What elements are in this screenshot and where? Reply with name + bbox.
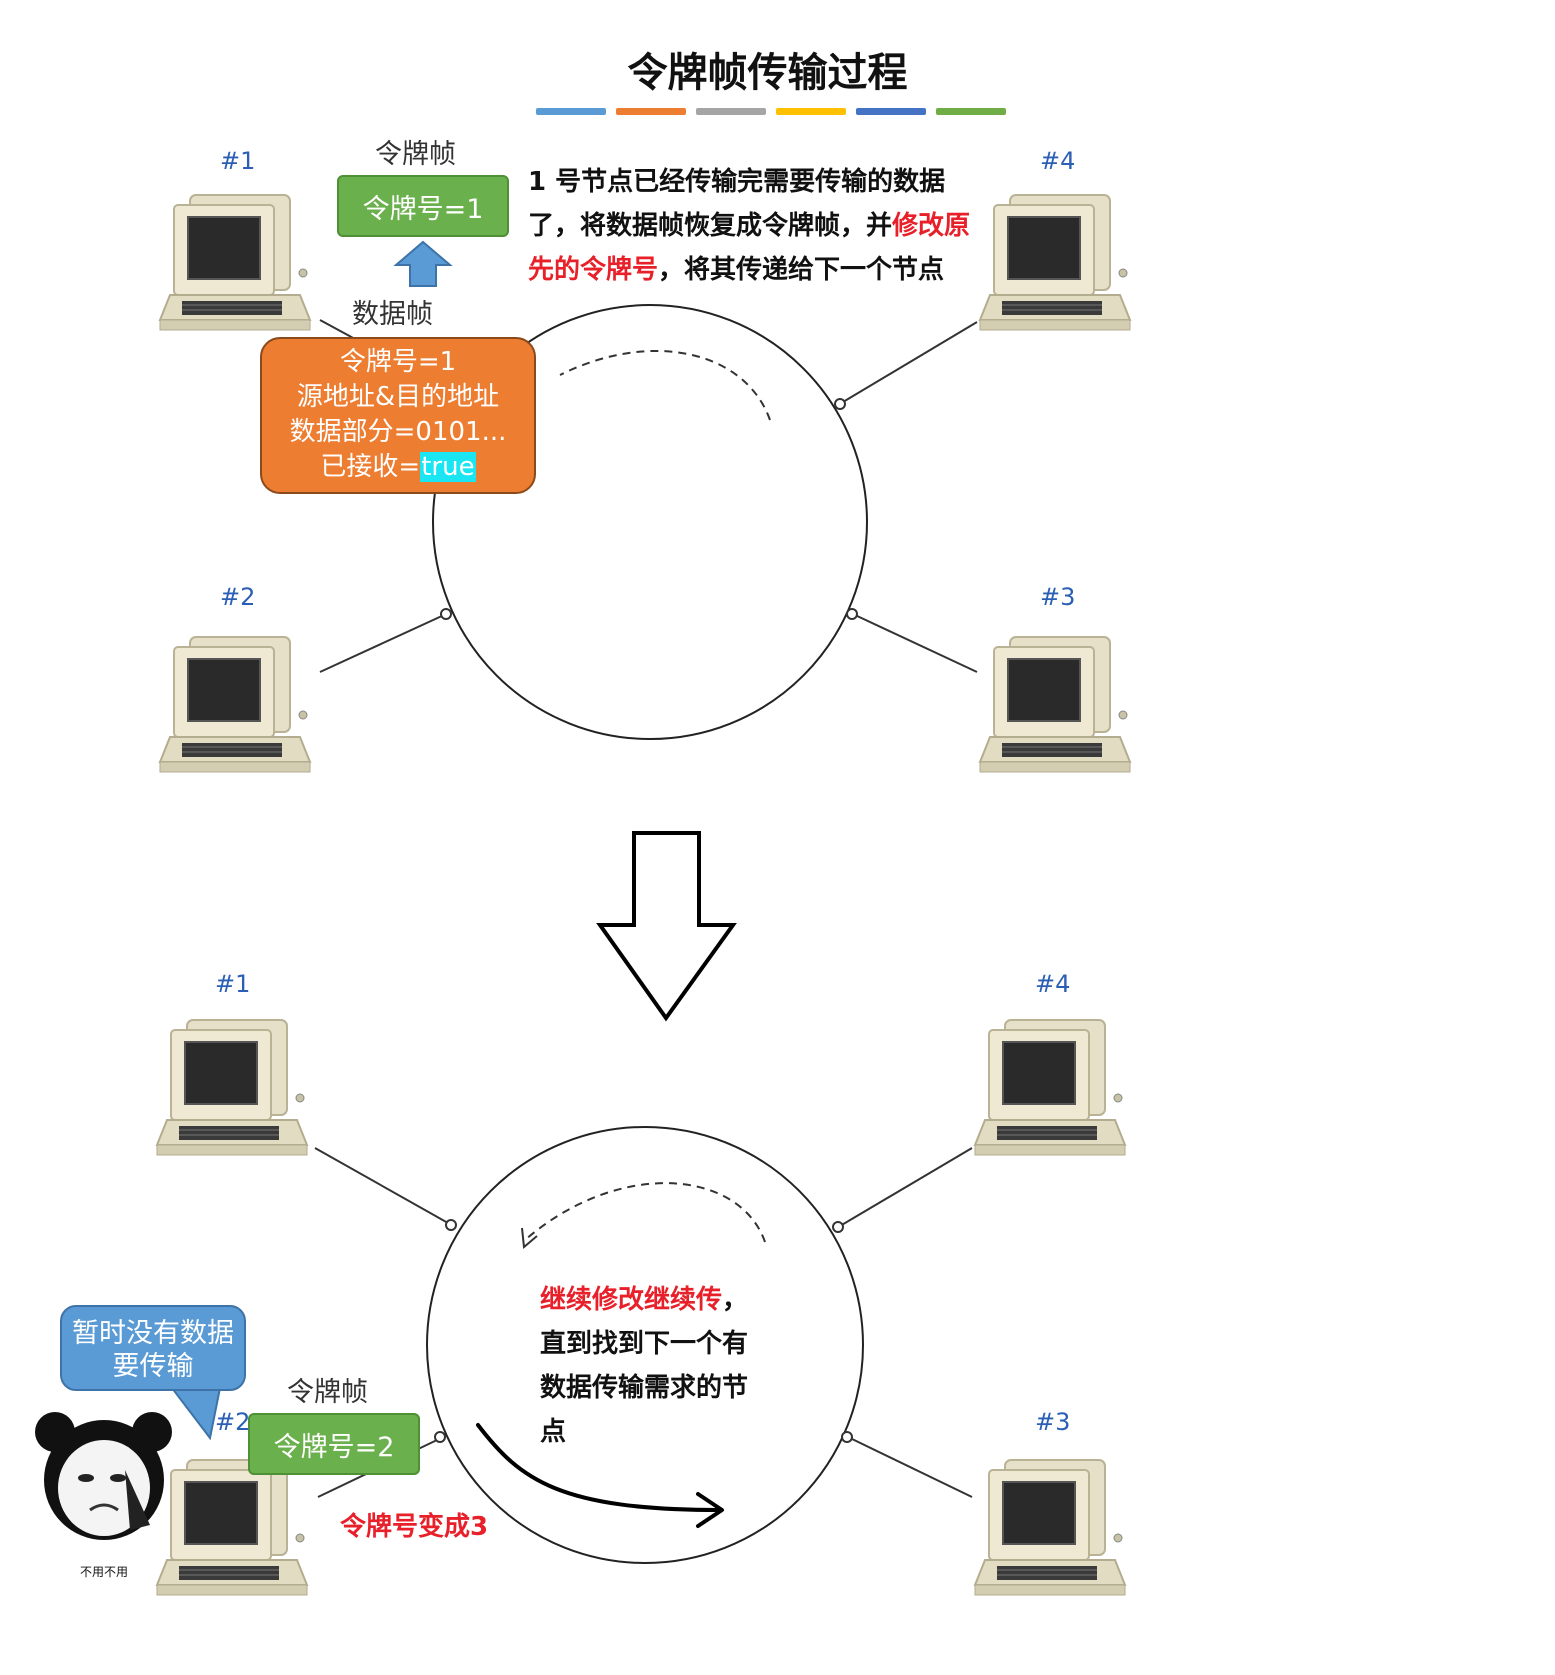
- top-ring-network: [159, 194, 1131, 773]
- panda-meme-image: [35, 1412, 172, 1540]
- data-frame-line-payload: 数据部分=0101...: [289, 417, 507, 447]
- top-node-label-4: #4: [1040, 147, 1076, 175]
- top-rotation-arrow: [559, 349, 771, 421]
- top-token-frame-box: 令牌号=1: [337, 175, 509, 237]
- bottom-node-label-1: #1: [215, 970, 251, 998]
- color-bar-6: [936, 108, 1006, 115]
- bottom-note: 继续修改继续传，直到找到下一个有数据传输需求的节点: [540, 1278, 765, 1454]
- top-computer-3: [979, 636, 1131, 773]
- data-frame-box: 令牌号=1 源地址&目的地址 数据部分=0101... 已接收=true: [260, 337, 536, 494]
- top-link-3: [854, 614, 978, 673]
- convert-up-arrow: [393, 240, 453, 287]
- pass-on-arrow: [476, 1423, 722, 1512]
- meme-caption: 不用不用: [80, 1565, 129, 1579]
- bottom-node-label-2: #2: [215, 1408, 251, 1436]
- bottom-ring-network: [156, 1019, 1126, 1596]
- received-value: true: [420, 452, 476, 482]
- top-computer-2: [159, 636, 311, 773]
- top-node-label-1: #1: [220, 147, 256, 175]
- color-bar-2: [616, 108, 686, 115]
- top-node-label-2: #2: [220, 583, 256, 611]
- bottom-computer-4: [974, 1019, 1126, 1156]
- top-description: 1 号节点已经传输完需要传输的数据了，将数据帧恢复成令牌帧，并修改原先的令牌号，…: [528, 160, 988, 292]
- bottom-computer-1: [156, 1019, 308, 1156]
- bottom-computer-3: [974, 1459, 1126, 1596]
- data-frame-line-address: 源地址&目的地址: [296, 382, 500, 412]
- top-ring: [432, 304, 868, 740]
- color-bar-1: [536, 108, 606, 115]
- bottom-rotation-arrow: [524, 1182, 766, 1243]
- data-frame-line-received: 已接收=true: [262, 450, 534, 485]
- page-title: 令牌帧传输过程: [627, 50, 908, 96]
- token-change-note: 令牌号变成3: [340, 1512, 489, 1542]
- title-color-bars: [536, 108, 1006, 115]
- bottom-link-1: [314, 1147, 449, 1224]
- top-link-2: [319, 614, 445, 673]
- received-label: 已接收=: [320, 452, 421, 482]
- bottom-token-frame-box: 令牌号=2: [248, 1413, 420, 1475]
- color-bar-5: [856, 108, 926, 115]
- data-frame-caption: 数据帧: [352, 299, 433, 330]
- bottom-link-3: [849, 1437, 973, 1498]
- color-bar-4: [776, 108, 846, 115]
- bottom-node-label-4: #4: [1035, 970, 1071, 998]
- top-description-part1: 1 号节点已经传输完需要传输的数据了，将数据帧恢复成令牌帧，并: [528, 167, 946, 241]
- top-token-frame-caption: 令牌帧: [375, 139, 456, 170]
- top-description-highlight: 修改原先的令牌号: [528, 211, 971, 285]
- bottom-link-4: [839, 1147, 973, 1227]
- top-computer-1: [159, 194, 311, 331]
- bottom-computer-2: [156, 1459, 308, 1596]
- bottom-ring: [426, 1126, 864, 1564]
- transition-down-arrow: [596, 831, 737, 1022]
- color-bar-3: [696, 108, 766, 115]
- bottom-token-frame-caption: 令牌帧: [287, 1377, 368, 1408]
- top-node-label-3: #3: [1040, 583, 1076, 611]
- bottom-node-label-3: #3: [1035, 1408, 1071, 1436]
- top-computer-4: [979, 194, 1131, 331]
- data-frame-line-token: 令牌号=1: [339, 347, 457, 377]
- bottom-note-highlight: 继续修改继续传: [540, 1285, 723, 1315]
- bottom-note-rest: ，直到找到下一个有数据传输需求的节点: [540, 1285, 749, 1447]
- top-link-4: [842, 321, 978, 403]
- bubble-tail: [169, 1387, 222, 1441]
- no-data-speech-bubble: 暂时没有数据要传输: [60, 1305, 246, 1391]
- top-description-part3: ，将其传递给下一个节点: [658, 255, 945, 285]
